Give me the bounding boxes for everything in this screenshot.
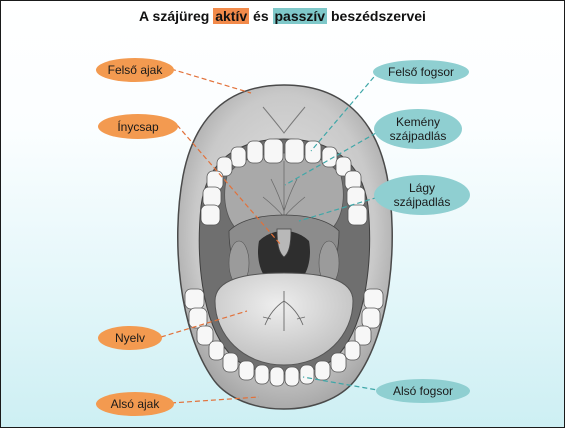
- label-lower-lip-text: Alsó ajak: [111, 397, 160, 411]
- label-hard-palate-line2: szájpadlás: [390, 129, 447, 143]
- label-soft-palate-line2: szájpadlás: [394, 195, 451, 209]
- label-soft-palate: Lágy szájpadlás: [374, 175, 470, 215]
- label-upper-lip-text: Felső ajak: [108, 63, 163, 77]
- label-uvula: Ínycsap: [98, 114, 178, 139]
- label-lower-teeth: Alsó fogsor: [376, 379, 470, 403]
- label-hard-palate-line1: Kemény: [396, 115, 440, 129]
- label-upper-teeth-text: Felső fogsor: [388, 65, 454, 79]
- label-soft-palate-line1: Lágy: [409, 181, 435, 195]
- line-upper-lip: [171, 69, 251, 93]
- label-uvula-text: Ínycsap: [117, 120, 158, 134]
- label-tongue: Nyelv: [98, 326, 162, 350]
- label-upper-teeth: Felső fogsor: [373, 60, 469, 84]
- label-lower-teeth-text: Alsó fogsor: [393, 384, 453, 398]
- label-tongue-text: Nyelv: [115, 331, 145, 345]
- label-hard-palate: Kemény szájpadlás: [374, 109, 462, 149]
- label-lower-lip: Alsó ajak: [96, 392, 174, 416]
- label-upper-lip: Felső ajak: [96, 58, 174, 82]
